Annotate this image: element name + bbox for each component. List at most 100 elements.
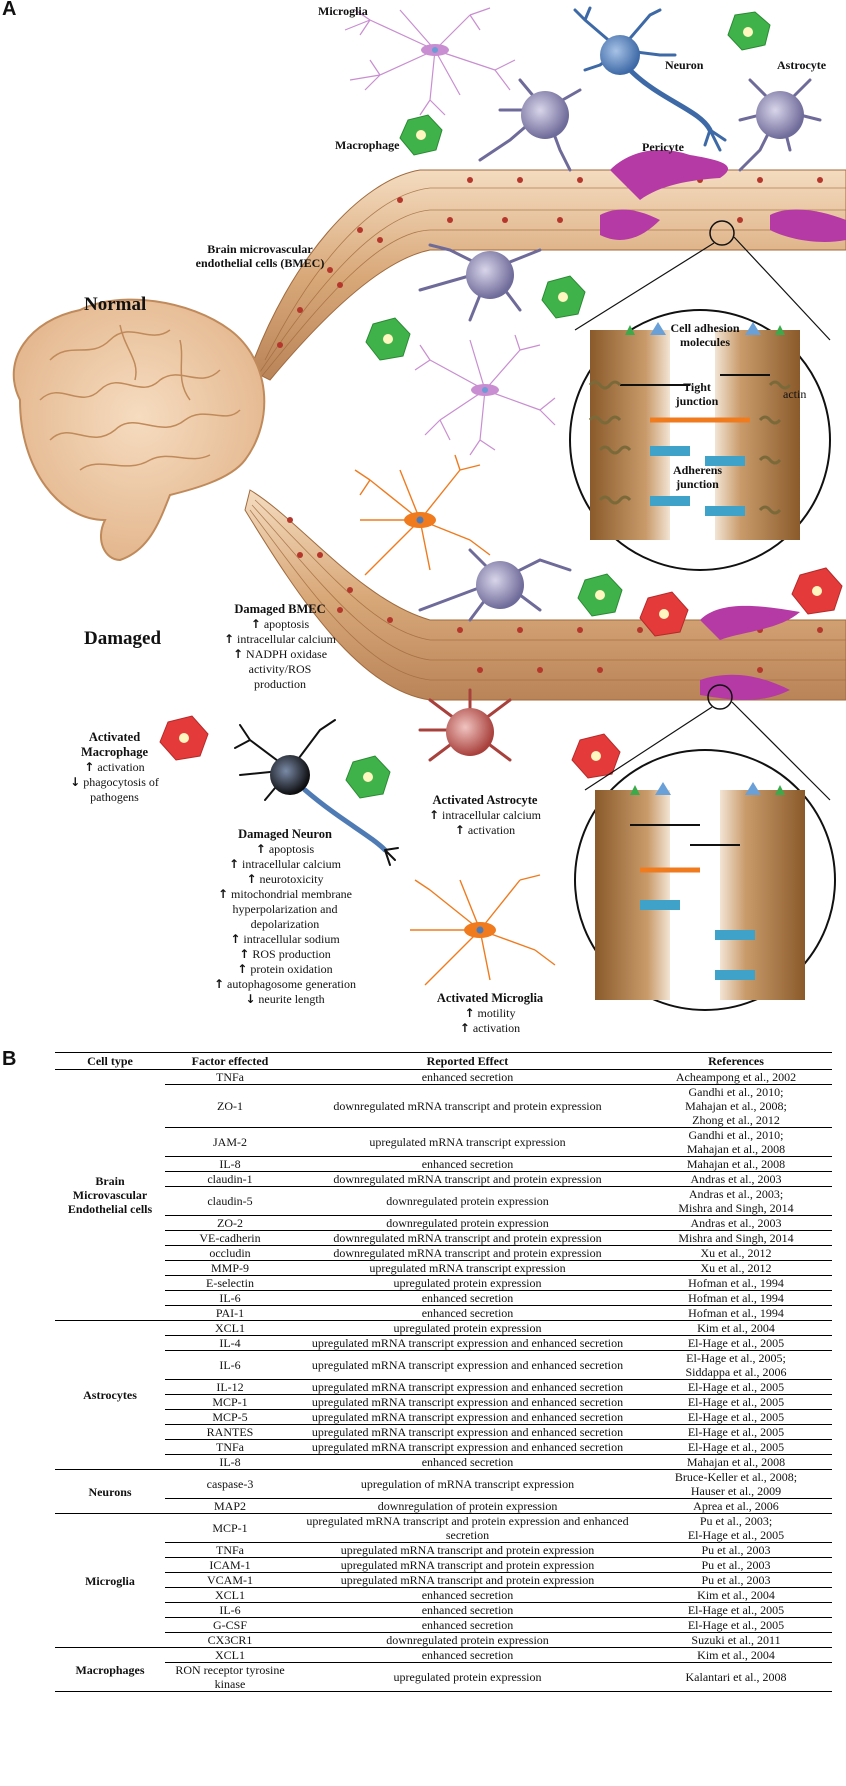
factor-cell: IL-8 xyxy=(165,1156,295,1172)
effect-cell: upregulated protein expression xyxy=(295,1320,640,1336)
activated-microglia-cell xyxy=(354,454,491,576)
factor-cell: RANTES xyxy=(165,1424,295,1440)
factor-cell: TNFa xyxy=(165,1069,295,1085)
label-bmec: Brain microvascular endothelial cells (B… xyxy=(185,242,335,271)
header-effect: Reported Effect xyxy=(295,1052,640,1070)
reference-line: Pu et al., 2003 xyxy=(701,1558,771,1572)
effects-title: Damaged Neuron xyxy=(238,827,332,841)
label-tight-line1: Tight xyxy=(683,380,711,394)
reference-line: Pu et al., 2003; xyxy=(699,1514,773,1528)
effect-item: depolarization xyxy=(250,917,320,931)
reference-line: El-Hage et al., 2005; xyxy=(686,1351,786,1365)
references-cell: Mahajan et al., 2008 xyxy=(640,1156,832,1172)
reference-line: Gandhi et al., 2010; xyxy=(688,1128,784,1142)
label-cam-line2: molecules xyxy=(680,335,730,350)
references-cell: Aprea et al., 2006 xyxy=(640,1498,832,1514)
references-cell: El-Hage et al., 2005 xyxy=(640,1409,832,1425)
factor-cell: claudin-1 xyxy=(165,1171,295,1187)
references-cell: Gandhi et al., 2010;Mahajan et al., 2008 xyxy=(640,1127,832,1157)
reference-line: Siddappa et al., 2006 xyxy=(685,1365,787,1379)
reference-line: El-Hage et al., 2005 xyxy=(687,1380,785,1394)
reference-line: El-Hage et al., 2005 xyxy=(687,1440,785,1454)
effect-item: ↑ intracellular calcium xyxy=(428,808,541,822)
panel-label-b: B xyxy=(2,1048,17,1070)
reference-line: Aprea et al., 2006 xyxy=(693,1499,779,1513)
references-cell: Kim et al., 2004 xyxy=(640,1587,832,1603)
effect-cell: upregulated mRNA transcript and protein … xyxy=(295,1557,640,1573)
reference-line: Pu et al., 2003 xyxy=(701,1573,771,1587)
effect-cell: enhanced secretion xyxy=(295,1587,640,1603)
reference-line: Mahajan et al., 2008 xyxy=(686,1157,786,1171)
factor-cell: ZO-2 xyxy=(165,1215,295,1231)
effect-item: ↑ activation xyxy=(84,760,145,774)
references-cell: Mahajan et al., 2008 xyxy=(640,1454,832,1470)
neuron-cell xyxy=(573,6,727,152)
effect-item: ↑ intracellular calcium xyxy=(223,632,336,646)
reference-line: Hofman et al., 1994 xyxy=(688,1291,784,1305)
effects-activated-microglia: Activated Microglia ↑ motility ↑ activat… xyxy=(420,991,560,1036)
reference-line: Mahajan et al., 2008 xyxy=(686,1455,786,1469)
references-cell: Acheampong et al., 2002 xyxy=(640,1069,832,1085)
effect-item: ↑ NADPH oxidase xyxy=(232,647,328,661)
reference-line: Hofman et al., 1994 xyxy=(688,1306,784,1320)
references-cell: El-Hage et al., 2005 xyxy=(640,1424,832,1440)
microglia-cell xyxy=(344,7,516,116)
reference-line: Hofman et al., 1994 xyxy=(688,1276,784,1290)
effect-item: ↑ apoptosis xyxy=(255,842,315,856)
label-tight-junction: Tight junction xyxy=(662,380,732,409)
effect-cell: upregulated mRNA transcript expression xyxy=(295,1260,640,1276)
factor-cell: IL-6 xyxy=(165,1350,295,1380)
effect-item: ↑ intracellular sodium xyxy=(230,932,340,946)
label-astrocyte: Astrocyte xyxy=(777,58,827,72)
factor-cell: IL-6 xyxy=(165,1602,295,1618)
reference-line: Kim et al., 2004 xyxy=(697,1648,775,1662)
reference-line: Mahajan et al., 2008; xyxy=(685,1099,787,1113)
factor-cell: MAP2 xyxy=(165,1498,295,1514)
references-cell: El-Hage et al., 2005 xyxy=(640,1439,832,1455)
macrophage-nuclei xyxy=(179,27,822,782)
effect-cell: enhanced secretion xyxy=(295,1305,640,1321)
reference-line: El-Hage et al., 2005 xyxy=(687,1425,785,1439)
reference-line: El-Hage et al., 2005 xyxy=(687,1603,785,1617)
references-cell: El-Hage et al., 2005 xyxy=(640,1602,832,1618)
effect-cell: upregulation of mRNA transcript expressi… xyxy=(295,1469,640,1499)
cell-type-label: Microglia xyxy=(55,1513,165,1648)
effect-item: ↑ mitochondrial membrane xyxy=(217,887,353,901)
factor-cell: MCP-1 xyxy=(165,1513,295,1543)
reference-line: Andras et al., 2003 xyxy=(690,1172,782,1186)
effect-cell: enhanced secretion xyxy=(295,1617,640,1633)
effect-item: hyperpolarization and xyxy=(232,902,338,916)
references-cell: El-Hage et al., 2005 xyxy=(640,1394,832,1410)
factor-cell: XCL1 xyxy=(165,1587,295,1603)
reference-line: Gandhi et al., 2010; xyxy=(688,1085,784,1099)
effect-cell: downregulated mRNA transcript and protei… xyxy=(295,1084,640,1128)
effect-item: ↑ autophagosome generation xyxy=(213,977,357,991)
effects-activated-astrocyte: Activated Astrocyte ↑ intracellular calc… xyxy=(410,793,560,838)
damaged-vessel xyxy=(244,489,846,701)
activated-microglia-cell-2 xyxy=(410,874,556,986)
reference-line: Mishra and Singh, 2014 xyxy=(678,1231,794,1245)
references-cell: Andras et al., 2003;Mishra and Singh, 20… xyxy=(640,1186,832,1216)
reference-line: Suzuki et al., 2011 xyxy=(691,1633,781,1647)
factor-cell: IL-12 xyxy=(165,1379,295,1395)
effect-cell: upregulated mRNA transcript and protein … xyxy=(295,1572,640,1588)
